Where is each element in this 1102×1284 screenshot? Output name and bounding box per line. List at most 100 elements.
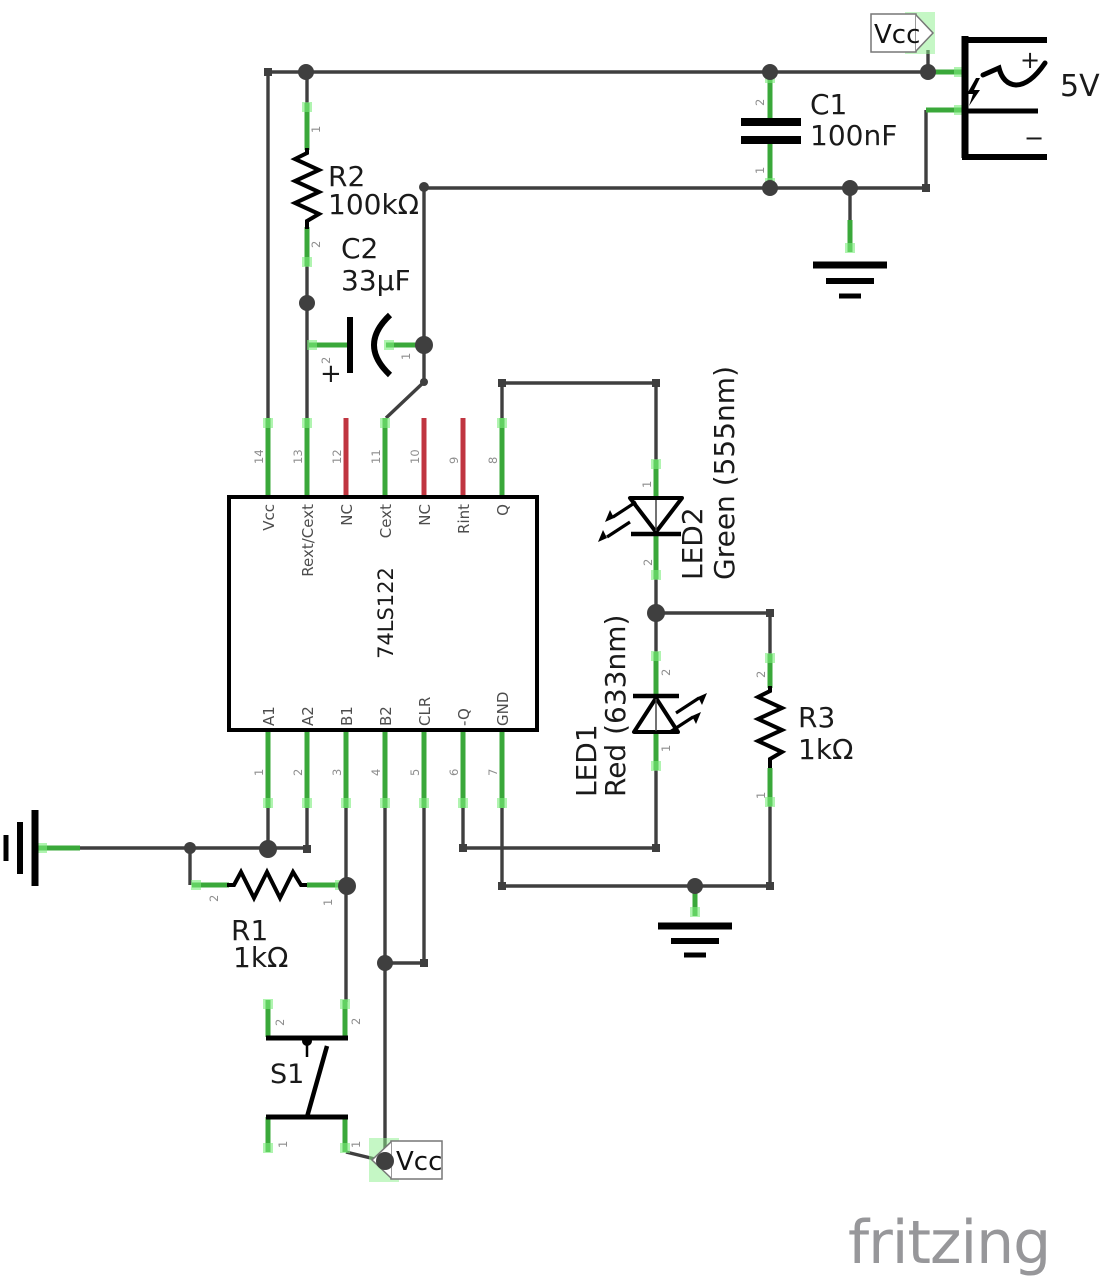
vcc-flag-top-box[interactable] <box>870 13 917 53</box>
vcc-flag-bottom-box[interactable] <box>390 1140 443 1180</box>
c1-value: 100nF <box>810 119 897 152</box>
wire-clr-to-b2[interactable] <box>385 808 426 965</box>
corner-nub <box>498 379 506 387</box>
c2-pin2-number: 2 <box>319 357 333 364</box>
resistor-r3[interactable]: R3 1kΩ 2 1 <box>753 671 853 799</box>
led1-red[interactable]: LED1 Red (633nm) 2 1 <box>570 615 707 797</box>
junction-dot <box>299 295 315 311</box>
junction-dot <box>687 878 703 894</box>
ground-symbol-left[interactable] <box>3 810 39 886</box>
fritzing-watermark: fritzing <box>848 1208 1050 1278</box>
resistor-r2[interactable]: R2 100kΩ 1 2 <box>290 126 419 248</box>
vcc-flag-bottom-label: Vcc <box>396 1147 442 1177</box>
ic-pin10-label: NC <box>416 504 434 526</box>
junction-dot <box>376 1152 394 1170</box>
switch-s1[interactable]: S1 2 2 1 1 <box>266 1018 363 1148</box>
resistor-r1[interactable]: R1 1kΩ 2 1 <box>207 867 335 974</box>
battery-5v[interactable]: + − 5V <box>961 36 1100 160</box>
led2-light-arrows-icon <box>598 500 637 542</box>
ic-pin14-number: 14 <box>252 449 266 464</box>
vcc-flag-top[interactable]: Vcc <box>870 12 935 54</box>
corner-nub <box>303 845 311 853</box>
c2-value: 33µF <box>341 264 411 297</box>
r2-value: 100kΩ <box>328 188 419 221</box>
junction-dot <box>762 64 778 80</box>
junction-dot <box>415 336 433 354</box>
ic-part-number: 74LS122 <box>374 567 398 659</box>
ic-pin9-label: Rint <box>455 504 473 534</box>
s1-lever[interactable] <box>304 1045 330 1118</box>
ic-pin6-label: -Q <box>455 708 473 726</box>
c2-plate-curved[interactable] <box>371 312 393 378</box>
r3-ref: R3 <box>798 701 835 734</box>
corner-nub <box>652 379 660 387</box>
c1-ref: C1 <box>810 88 847 121</box>
vcc-flag-top-label: Vcc <box>874 20 920 50</box>
ic-pin2-number: 2 <box>291 769 305 776</box>
r3-pin1-number: 1 <box>754 792 768 799</box>
led2-pin2-number: 2 <box>641 559 655 566</box>
battery-minus-sign: − <box>1024 124 1044 152</box>
battery-plus-sign: + <box>1020 46 1040 74</box>
ic-pin1-number: 1 <box>252 769 266 776</box>
junction-dot <box>377 955 393 971</box>
s1-pin1a-number: 1 <box>276 1141 290 1148</box>
r1-zigzag[interactable] <box>227 867 307 903</box>
corner-nub <box>420 959 428 967</box>
ic-pin13-number: 13 <box>291 449 305 464</box>
s1-ref: S1 <box>270 1059 304 1090</box>
junction-dot <box>842 180 858 196</box>
vcc-flag-top-arrow <box>915 14 935 52</box>
corner-nub <box>766 609 774 617</box>
capacitor-c1[interactable]: C1 100nF 2 1 <box>741 88 897 174</box>
lightning-bolt-icon <box>967 78 980 106</box>
s1-pin2b-number: 2 <box>349 1018 363 1025</box>
ic-pin11-number: 11 <box>369 449 383 464</box>
corner-nub <box>766 882 774 890</box>
junction-dot <box>338 877 356 895</box>
ic-body[interactable] <box>227 495 539 732</box>
led1-pin2-number: 2 <box>659 669 673 676</box>
corner-nub <box>264 68 272 76</box>
capacitor-c2[interactable]: C2 33µF + 2 1 <box>319 232 413 389</box>
r2-pin2-number: 2 <box>309 241 323 248</box>
ic-pin9-number: 9 <box>447 457 461 464</box>
ic-pin14-label: Vcc <box>260 504 278 531</box>
ic-pin4-number: 4 <box>369 769 383 776</box>
r2-zigzag[interactable] <box>290 148 324 229</box>
junction-dot <box>647 604 665 622</box>
ic-pin13-label: Rext/Cext <box>299 504 317 577</box>
r1-pin2-number: 2 <box>207 895 221 902</box>
r3-zigzag[interactable] <box>753 686 787 768</box>
led2-green[interactable]: LED2 Green (555nm) 1 2 <box>598 366 741 580</box>
ic-pin2-label: A2 <box>299 706 317 726</box>
s1-pin2a-number: 2 <box>273 1019 287 1026</box>
junction-dot <box>184 842 196 854</box>
battery-voltage-label: 5V <box>1060 69 1100 104</box>
led1-desc: Red (633nm) <box>599 615 632 797</box>
led1-pin1-number: 1 <box>659 745 673 752</box>
c2-pin1-number: 1 <box>399 353 413 360</box>
r2-pin1-number: 1 <box>309 126 323 133</box>
ic-pin6-number: 6 <box>447 769 461 776</box>
ic-pin12-number: 12 <box>330 449 344 464</box>
led1-ref: LED1 <box>570 724 603 797</box>
r1-ref: R1 <box>231 914 268 947</box>
junction-dot <box>419 182 429 192</box>
r2-ref: R2 <box>328 160 365 193</box>
corner-nub <box>459 844 467 852</box>
ic-pin5-label: CLR <box>416 697 434 726</box>
ic-pin1-label: A1 <box>260 706 278 726</box>
junction-dots <box>184 64 936 1170</box>
ground-symbol-bottom[interactable] <box>658 922 732 958</box>
ic-pin12-label: NC <box>338 504 356 526</box>
c2-plus-sign: + <box>320 359 342 389</box>
ic-74ls122[interactable]: 74LS122 Vcc Rext/Cext NC Cext NC Rint Q … <box>227 449 539 776</box>
ic-pin3-label: B1 <box>338 706 356 726</box>
corner-nub <box>498 882 506 890</box>
ground-symbol-topright[interactable] <box>813 261 887 299</box>
corner-nub <box>420 378 428 386</box>
ic-pin3-number: 3 <box>330 769 344 776</box>
